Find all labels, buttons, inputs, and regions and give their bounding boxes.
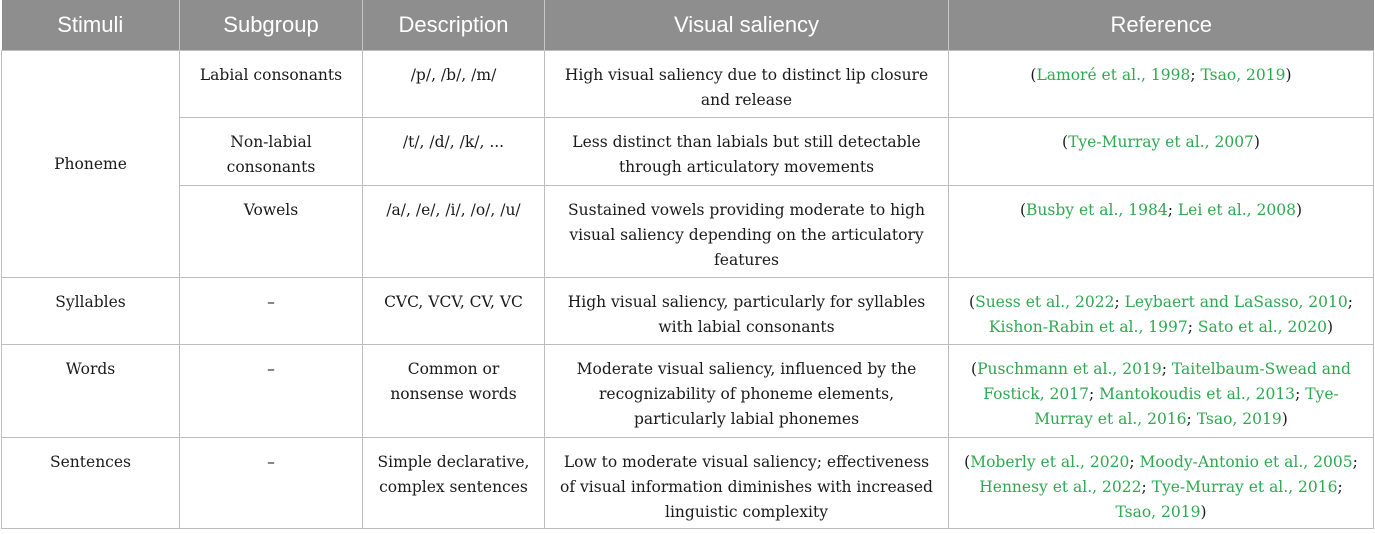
saliency-cell: Less distinct than labials but still det… xyxy=(544,117,949,186)
table-row: Phoneme Labial consonants /p/, /b/, /m/ … xyxy=(1,50,1374,278)
subgroup-cell: Labial consonants xyxy=(179,50,363,118)
header-reference: Reference xyxy=(948,0,1374,51)
reference-link[interactable]: Tsao, 2019 xyxy=(1115,503,1201,521)
reference-separator: ; xyxy=(1337,478,1343,496)
reference-link[interactable]: Kishon-Rabin et al., 1997 xyxy=(988,318,1188,336)
reference-link[interactable]: Busby et al., 1984 xyxy=(1026,201,1168,219)
reference-separator: ; xyxy=(1167,201,1178,219)
header-stimuli: Stimuli xyxy=(1,0,180,51)
reference-link[interactable]: Sato et al., 2020 xyxy=(1197,318,1328,336)
reference-separator: ; xyxy=(1161,360,1172,378)
header-description: Description xyxy=(362,0,545,51)
reference-separator: ; xyxy=(1186,410,1197,428)
stimulus-cell: Words xyxy=(1,344,180,438)
reference-link[interactable]: Tsao, 2019 xyxy=(1196,410,1282,428)
description-cell: /t/, /d/, /k/, ... xyxy=(362,117,545,186)
reference-separator: ; xyxy=(1187,318,1198,336)
subgroup-cell: – xyxy=(179,437,363,529)
saliency-cell: Low to moderate visual saliency; effecti… xyxy=(544,437,949,529)
reference-link[interactable]: Tye-Murray et al., 2007 xyxy=(1068,133,1254,151)
reference-link[interactable]: Leybaert and LaSasso, 2010 xyxy=(1124,293,1348,311)
stimulus-cell: Syllables xyxy=(1,277,180,345)
saliency-cell: Moderate visual saliency, influenced by … xyxy=(544,344,949,438)
description-cell: /p/, /b/, /m/ xyxy=(362,50,545,118)
reference-separator: ; xyxy=(1295,385,1306,403)
description-cell: Simple declarative, complex sentences xyxy=(362,437,545,529)
reference-separator: ; xyxy=(1190,66,1201,84)
saliency-cell: Sustained vowels providing moderate to h… xyxy=(544,185,949,278)
subgroup-cell: Vowels xyxy=(179,185,363,278)
table-row: Vowels /a/, /e/, /i/, /o/, /u/ Sustained… xyxy=(2,185,1374,278)
reference-link[interactable]: Moberly et al., 2020 xyxy=(970,453,1130,471)
stimulus-cell: Sentences xyxy=(1,437,180,529)
stimulus-cell: Phoneme xyxy=(1,50,180,278)
reference-link[interactable]: Lamoré et al., 1998 xyxy=(1036,66,1191,84)
reference-cell: (Lamoré et al., 1998; Tsao, 2019) xyxy=(948,50,1374,118)
reference-separator: ; xyxy=(1089,385,1100,403)
subgroup-cell: – xyxy=(179,344,363,438)
description-cell: /a/, /e/, /i/, /o/, /u/ xyxy=(362,185,545,278)
table-header: Stimuli Subgroup Description Visual sali… xyxy=(1,0,1374,51)
reference-separator: ; xyxy=(1352,453,1358,471)
table-row: Sentences – Simple declarative, complex … xyxy=(1,437,1374,529)
reference-cell: (Busby et al., 1984; Lei et al., 2008) xyxy=(948,185,1374,278)
reference-link[interactable]: Taitelbaum-Swead and Fostick, 2017 xyxy=(983,360,1351,403)
header-visual-saliency: Visual saliency xyxy=(544,0,949,51)
reference-cell: (Suess et al., 2022; Leybaert and LaSass… xyxy=(948,277,1374,345)
reference-cell: (Moberly et al., 2020; Moody-Antonio et … xyxy=(948,437,1374,529)
reference-separator: ; xyxy=(1114,293,1125,311)
header-row: Stimuli Subgroup Description Visual sali… xyxy=(1,0,1374,51)
reference-cell: (Tye-Murray et al., 2007) xyxy=(948,117,1374,186)
reference-separator: ; xyxy=(1129,453,1140,471)
reference-link[interactable]: Tye-Murray et al., 2016 xyxy=(1034,385,1339,428)
reference-separator: ; xyxy=(1141,478,1152,496)
table-row: Words – Common or nonsense words Moderat… xyxy=(1,344,1374,438)
table-body: Phoneme Labial consonants /p/, /b/, /m/ … xyxy=(1,50,1374,529)
reference-link[interactable]: Lei et al., 2008 xyxy=(1177,201,1296,219)
saliency-cell: High visual saliency, particularly for s… xyxy=(544,277,949,345)
subgroup-cell: – xyxy=(179,277,363,345)
reference-link[interactable]: Suess et al., 2022 xyxy=(975,293,1115,311)
reference-cell: (Puschmann et al., 2019; Taitelbaum-Swea… xyxy=(948,344,1374,438)
reference-link[interactable]: Puschmann et al., 2019 xyxy=(977,360,1162,378)
description-cell: Common or nonsense words xyxy=(362,344,545,438)
header-subgroup: Subgroup xyxy=(179,0,363,51)
subgroup-cell: Non-labial consonants xyxy=(179,117,363,186)
reference-link[interactable]: Tsao, 2019 xyxy=(1200,66,1286,84)
reference-link[interactable]: Hennesy et al., 2022 xyxy=(979,478,1142,496)
table-row: Syllables – CVC, VCV, CV, VC High visual… xyxy=(1,277,1374,345)
reference-link[interactable]: Tye-Murray et al., 2016 xyxy=(1151,478,1338,496)
reference-link[interactable]: Moody-Antonio et al., 2005 xyxy=(1139,453,1353,471)
description-cell: CVC, VCV, CV, VC xyxy=(362,277,545,345)
table-row: Non-labial consonants /t/, /d/, /k/, ...… xyxy=(2,117,1374,186)
saliency-cell: High visual saliency due to distinct lip… xyxy=(544,50,949,118)
reference-link[interactable]: Mantokoudis et al., 2013 xyxy=(1099,385,1296,403)
reference-separator: ; xyxy=(1347,293,1353,311)
